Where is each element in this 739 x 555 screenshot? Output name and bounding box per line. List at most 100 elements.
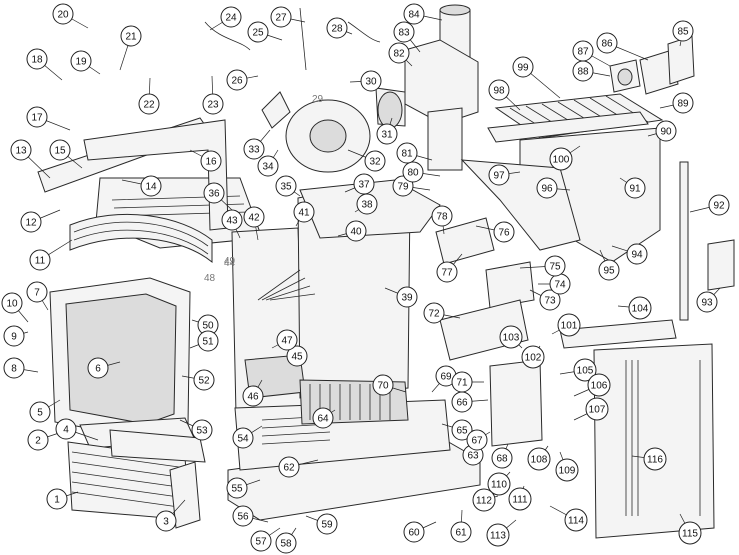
callout-ring bbox=[221, 209, 243, 231]
callout-ring bbox=[564, 508, 588, 532]
callout-label: 52 bbox=[198, 376, 210, 387]
callout-71: 71 bbox=[451, 371, 473, 393]
callout-95: 95 bbox=[598, 259, 620, 281]
callout-label: 91 bbox=[629, 184, 641, 195]
callout-ring bbox=[250, 530, 272, 552]
callout-label: 12 bbox=[25, 218, 37, 229]
exhaust-pipe-end bbox=[377, 91, 403, 129]
callout-label: 56 bbox=[237, 512, 249, 523]
callout-32: 32 bbox=[364, 150, 386, 172]
callout-label: 110 bbox=[491, 480, 507, 491]
callout-74: 74 bbox=[549, 273, 571, 295]
callout-110: 110 bbox=[487, 472, 511, 496]
callout-label: 73 bbox=[544, 296, 556, 307]
callout-113: 113 bbox=[486, 523, 510, 547]
callout-label: 92 bbox=[713, 201, 725, 212]
side-rail bbox=[83, 119, 229, 231]
callout-label: 61 bbox=[455, 528, 467, 539]
callout-90: 90 bbox=[655, 120, 677, 142]
callout-ring bbox=[140, 175, 162, 197]
callout-111: 111 bbox=[508, 487, 532, 511]
callout-ring bbox=[3, 325, 25, 347]
callout-ring bbox=[402, 161, 424, 183]
hopper-lid-rail bbox=[487, 111, 649, 143]
callout-89: 89 bbox=[672, 92, 694, 114]
curved-upper-louver-lines bbox=[73, 221, 209, 255]
callout-45: 45 bbox=[286, 345, 308, 367]
callout-ring bbox=[396, 142, 418, 164]
callout-label: 60 bbox=[408, 528, 420, 539]
gasket-87-hole bbox=[617, 68, 633, 86]
callout-106: 106 bbox=[587, 373, 611, 397]
callout-103: 103 bbox=[499, 325, 523, 349]
callout-85: 85 bbox=[672, 20, 694, 42]
callout-26: 26 bbox=[226, 69, 248, 91]
callout-97: 97 bbox=[488, 164, 510, 186]
callout-label: 99 bbox=[517, 63, 529, 74]
callout-114: 114 bbox=[564, 508, 588, 532]
callout-ring bbox=[197, 330, 219, 352]
callout-label: 31 bbox=[381, 130, 393, 141]
callout-ring bbox=[26, 48, 48, 70]
callout-35: 35 bbox=[275, 175, 297, 197]
callout-ring bbox=[672, 92, 694, 114]
callout-label: 86 bbox=[601, 39, 613, 50]
impeller bbox=[261, 91, 291, 129]
callout-64: 64 bbox=[312, 407, 334, 429]
callout-82: 82 bbox=[388, 42, 410, 64]
callout-38: 38 bbox=[356, 193, 378, 215]
callout-label: 81 bbox=[401, 149, 413, 160]
callout-27: 27 bbox=[270, 6, 292, 28]
callout-66: 66 bbox=[451, 391, 473, 413]
callout-100: 100 bbox=[549, 147, 573, 171]
callout-ring bbox=[626, 243, 648, 265]
callout-18: 18 bbox=[26, 48, 48, 70]
callout-80: 80 bbox=[402, 161, 424, 183]
callout-label: 59 bbox=[321, 520, 333, 531]
callout-label: 89 bbox=[677, 99, 689, 110]
callout-label: 66 bbox=[456, 398, 468, 409]
callout-label: 30 bbox=[365, 77, 377, 88]
callout-label: 65 bbox=[456, 426, 468, 437]
callout-57: 57 bbox=[250, 530, 272, 552]
callout-label: 5 bbox=[37, 408, 43, 419]
plain-label-29: 29 bbox=[312, 94, 324, 105]
callout-label: 68 bbox=[496, 454, 508, 465]
plate-85 bbox=[667, 35, 695, 85]
callout-70: 70 bbox=[372, 374, 394, 396]
callout-ring bbox=[155, 510, 177, 532]
callout-label: 38 bbox=[361, 200, 373, 211]
callout-label: 24 bbox=[225, 13, 237, 24]
callout-108: 108 bbox=[527, 447, 551, 471]
callout-label: 20 bbox=[57, 10, 69, 21]
callout-ring bbox=[247, 21, 269, 43]
callout-label: 17 bbox=[31, 113, 43, 124]
callout-ring bbox=[70, 50, 92, 72]
callout-label: 100 bbox=[553, 155, 570, 166]
callout-ring bbox=[326, 17, 348, 39]
callout-ring bbox=[286, 345, 308, 367]
callout-ring bbox=[451, 371, 473, 393]
callout-ring bbox=[585, 397, 609, 421]
callout-ring bbox=[499, 325, 523, 349]
callout-86: 86 bbox=[596, 32, 618, 54]
callout-36: 36 bbox=[203, 182, 225, 204]
callout-ring bbox=[527, 447, 551, 471]
callout-label: 58 bbox=[280, 539, 292, 550]
callout-19: 19 bbox=[70, 50, 92, 72]
callout-ring bbox=[624, 177, 646, 199]
callout-label: 10 bbox=[6, 299, 18, 310]
auger-shaft bbox=[435, 217, 495, 265]
callout-ring bbox=[46, 488, 68, 510]
callout-69: 69 bbox=[435, 365, 457, 387]
callout-label: 113 bbox=[490, 531, 506, 542]
callout-ring bbox=[512, 56, 534, 78]
callout-label: 64 bbox=[317, 414, 329, 425]
callout-55: 55 bbox=[226, 477, 248, 499]
callout-label: 13 bbox=[15, 146, 27, 157]
callout-83: 83 bbox=[393, 21, 415, 43]
vent-stack-box bbox=[404, 39, 479, 125]
callout-label: 55 bbox=[231, 484, 243, 495]
callout-ring bbox=[488, 164, 510, 186]
